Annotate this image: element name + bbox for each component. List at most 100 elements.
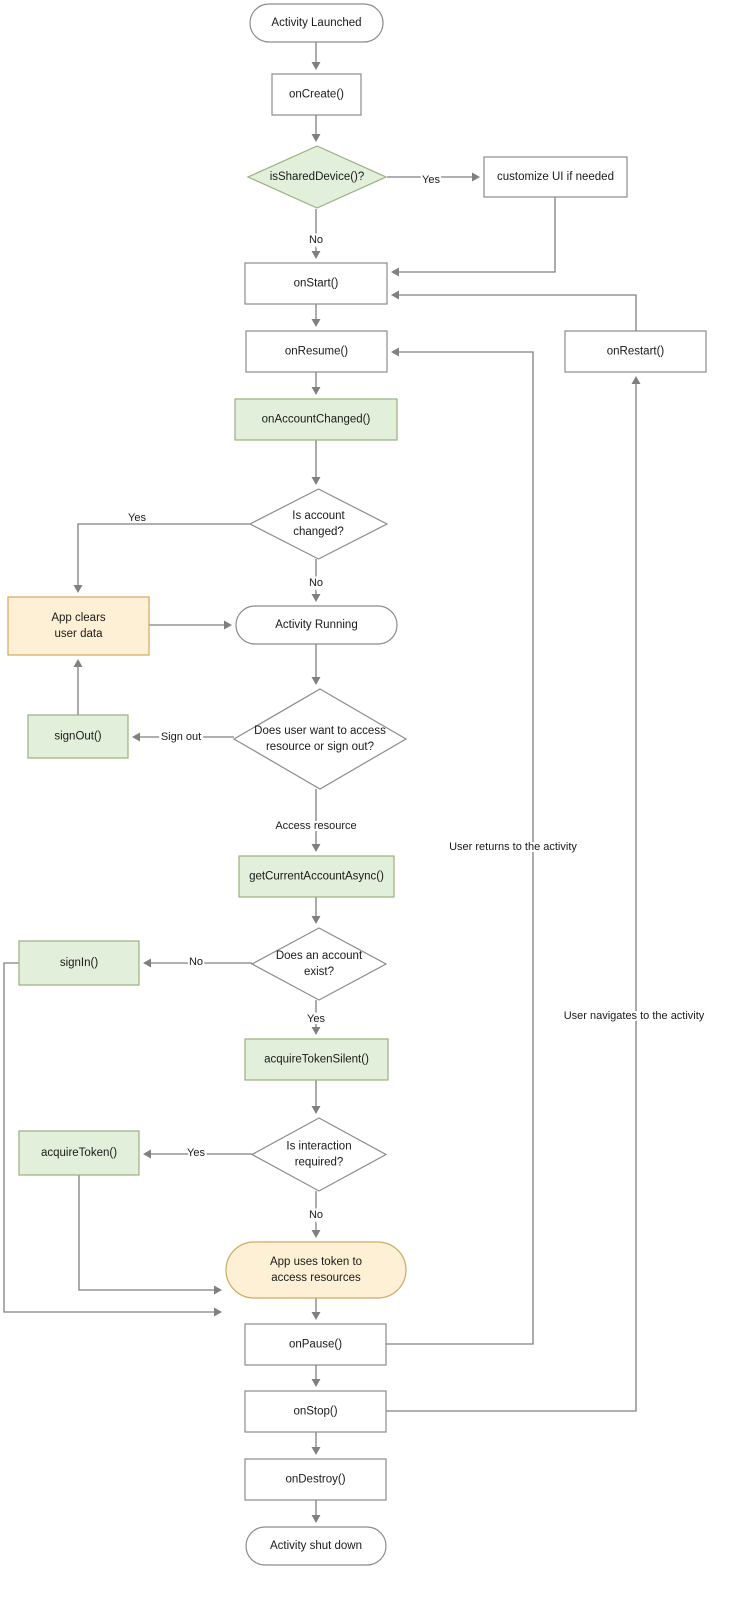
lbl-shared-no-halo: No xyxy=(309,234,323,246)
node-customize-ui[interactable]: customize UI if needed xyxy=(483,156,628,198)
lbl-exist-yes: Yes xyxy=(307,1013,325,1025)
lbl-exist-no-halo: No xyxy=(189,956,203,968)
lbl-access-resource: Access resource xyxy=(275,820,356,832)
node-shape-onpause xyxy=(244,1323,387,1366)
node-label-does-user-want: resource or sign out? xyxy=(266,741,374,753)
edge-e-exist-yes xyxy=(311,1000,321,1035)
node-shape-acquiretoken xyxy=(18,1130,140,1176)
node-label-app-uses-token: access resources xyxy=(271,1272,361,1284)
node-does-account-exist[interactable]: Does an account exist? xyxy=(250,927,388,1001)
edge-e-onpause-onresume xyxy=(386,347,534,1345)
node-onstop[interactable]: onStop() xyxy=(244,1390,387,1433)
lbl-user-returns: User returns to the activity xyxy=(449,841,577,853)
node-label-does-account-exist: Does an account xyxy=(276,950,363,962)
edge-e-onstop-ondestroy xyxy=(311,1432,321,1455)
edge-e-silent-interaction xyxy=(311,1080,321,1114)
node-label-is-interaction: required? xyxy=(295,1157,344,1169)
node-label-onstart: onStart() xyxy=(294,278,339,290)
node-shape-signin xyxy=(18,940,140,986)
edge-e-getaccount-exist xyxy=(311,897,321,924)
node-signin[interactable]: signIn() xyxy=(18,940,140,986)
edge-e-ischanged-yes xyxy=(73,523,250,593)
node-label-acquiretoken: acquireToken() xyxy=(41,1147,117,1159)
edge-e-uses-onpause xyxy=(311,1298,321,1320)
node-label-activity-running: Activity Running xyxy=(275,619,357,631)
node-label-issharedevice: isSharedDevice()? xyxy=(270,171,365,183)
node-shape-onaccountchanged xyxy=(234,398,398,441)
edge-e-doesuser-access xyxy=(311,789,321,852)
node-label-activity-shutdown: Activity shut down xyxy=(270,1540,362,1552)
node-label-signin: signIn() xyxy=(60,957,99,969)
lbl-signout-halo: Sign out xyxy=(161,731,201,743)
node-label-app-clears-data: user data xyxy=(55,628,104,640)
edge-e-launched-oncreate xyxy=(311,42,321,70)
node-is-interaction[interactable]: Is interaction required? xyxy=(250,1117,388,1192)
node-shape-onrestart xyxy=(564,330,707,373)
lbl-changed-yes: Yes xyxy=(128,512,146,524)
node-shape-is-account-changed xyxy=(248,488,389,560)
node-onpause[interactable]: onPause() xyxy=(244,1323,387,1366)
edge-e-acquiretoken-uses xyxy=(78,1175,222,1295)
node-label-oncreate: onCreate() xyxy=(289,89,344,101)
node-label-onaccountchanged: onAccountChanged() xyxy=(262,414,371,426)
edge-e-signout-clears xyxy=(73,659,83,715)
lbl-interaction-no-halo: No xyxy=(309,1209,323,1221)
edge-e-onstop-onrestart xyxy=(386,376,641,1412)
node-label-does-account-exist: exist? xyxy=(304,966,334,978)
node-shape-getcurrentaccount xyxy=(238,855,395,898)
node-shape-does-user-want xyxy=(232,688,408,790)
node-label-onrestart: onRestart() xyxy=(607,346,665,358)
node-onresume[interactable]: onResume() xyxy=(245,330,388,373)
edges-layer xyxy=(3,42,641,1523)
node-label-getcurrentaccount: getCurrentAccountAsync() xyxy=(249,871,384,883)
node-shape-oncreate xyxy=(271,73,362,116)
node-ondestroy[interactable]: onDestroy() xyxy=(244,1458,387,1501)
node-shape-app-uses-token xyxy=(225,1241,407,1299)
edge-e-ischanged-no xyxy=(311,559,321,602)
edge-e-oncreate-shared xyxy=(311,115,321,142)
node-shape-customize-ui xyxy=(483,156,628,198)
lbl-shared-yes: Yes xyxy=(422,174,440,186)
lbl-exist-no: No xyxy=(189,956,203,968)
node-shape-app-clears-data xyxy=(7,596,150,656)
edge-e-clears-running xyxy=(149,620,232,630)
node-acquiretokensilent[interactable]: acquireTokenSilent() xyxy=(244,1038,389,1081)
node-shape-is-interaction xyxy=(250,1117,388,1192)
node-label-is-account-changed: Is account xyxy=(292,510,345,522)
edge-e-running-doesuser xyxy=(311,644,321,685)
node-onstart[interactable]: onStart() xyxy=(244,262,388,305)
node-shape-ondestroy xyxy=(244,1458,387,1501)
node-onaccountchanged[interactable]: onAccountChanged() xyxy=(234,398,398,441)
node-label-signout: signOut() xyxy=(54,731,101,743)
lbl-interaction-yes: Yes xyxy=(187,1147,205,1159)
node-activity-launched[interactable]: Activity Launched xyxy=(249,3,384,43)
node-shape-does-account-exist xyxy=(250,927,388,1001)
node-label-acquiretokensilent: acquireTokenSilent() xyxy=(264,1054,369,1066)
node-getcurrentaccount[interactable]: getCurrentAccountAsync() xyxy=(238,855,395,898)
edge-e-onaccount-ischanged xyxy=(311,440,321,485)
node-shape-onstop xyxy=(244,1390,387,1433)
node-label-is-interaction: Is interaction xyxy=(286,1141,351,1153)
edge-e-onresume-onaccount xyxy=(311,372,321,395)
node-acquiretoken[interactable]: acquireToken() xyxy=(18,1130,140,1176)
edge-e-onpause-onstop xyxy=(311,1365,321,1387)
node-label-does-user-want: Does user want to access xyxy=(254,725,386,737)
node-issharedevice[interactable]: isSharedDevice()? xyxy=(246,145,388,209)
node-shape-signout xyxy=(27,714,129,759)
node-label-onpause: onPause() xyxy=(289,1339,342,1351)
node-activity-shutdown[interactable]: Activity shut down xyxy=(245,1526,387,1566)
edge-e-shared-customize xyxy=(387,172,480,182)
node-label-customize-ui: customize UI if needed xyxy=(497,171,614,183)
node-signout[interactable]: signOut() xyxy=(27,714,129,759)
node-does-user-want[interactable]: Does user want to access resource or sign… xyxy=(232,688,408,790)
node-onrestart[interactable]: onRestart() xyxy=(564,330,707,373)
lbl-user-navigates: User navigates to the activity xyxy=(564,1010,705,1022)
edge-e-ondestroy-shutdown xyxy=(311,1500,321,1523)
node-shape-activity-running xyxy=(235,605,398,645)
node-activity-running[interactable]: Activity Running xyxy=(235,605,398,645)
node-oncreate[interactable]: onCreate() xyxy=(271,73,362,116)
